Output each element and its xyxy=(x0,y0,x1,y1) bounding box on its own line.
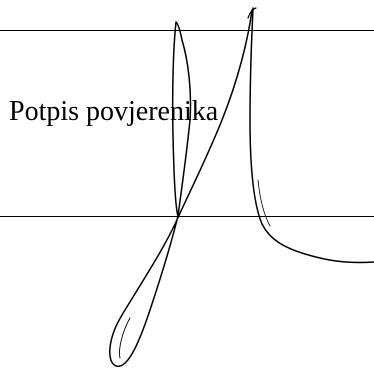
signature-label: Potpis povjerenika xyxy=(9,96,219,127)
signature-line xyxy=(0,216,374,217)
top-rule-line xyxy=(0,30,374,31)
